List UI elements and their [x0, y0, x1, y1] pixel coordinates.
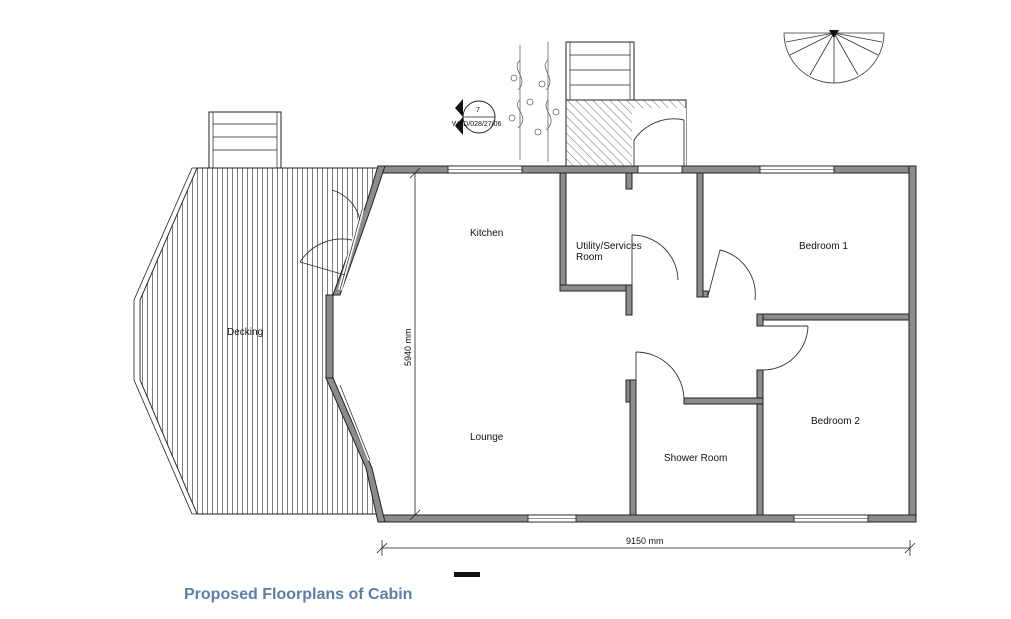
kitchen-label: Kitchen: [470, 228, 503, 239]
utility-label-line2: Room: [576, 252, 603, 263]
bedroom1-label: Bedroom 1: [799, 241, 848, 252]
utility-label-line1: Utility/Services: [576, 241, 642, 252]
entry-steps: [565, 41, 635, 101]
tree-symbols: [508, 42, 560, 162]
outer-walls: [325, 165, 917, 523]
lounge-label: Lounge: [470, 432, 504, 443]
interior-walls: [559, 172, 910, 516]
height-dimension-label: 5940 mm: [403, 328, 413, 366]
hatched-porch: [565, 99, 687, 169]
section-reference: WSD/028/27/06: [452, 121, 502, 128]
scale-mark: [454, 572, 480, 577]
drawing-caption: Proposed Floorplans of Cabin: [184, 586, 413, 603]
windows: [338, 165, 869, 523]
section-marker: [455, 99, 496, 135]
shower-room-label: Shower Room: [664, 453, 727, 464]
decking-label: Decking: [227, 327, 263, 338]
bedroom2-label: Bedroom 2: [811, 416, 860, 427]
decking-area: [133, 167, 379, 515]
decking-steps: [208, 111, 282, 169]
dimension-horizontal: [376, 540, 916, 556]
section-number: 7: [476, 107, 480, 114]
dimension-vertical: [409, 167, 421, 521]
width-dimension-label: 9150 mm: [626, 536, 664, 546]
doors: [299, 189, 809, 401]
spiral-stair-symbol: [783, 30, 885, 84]
